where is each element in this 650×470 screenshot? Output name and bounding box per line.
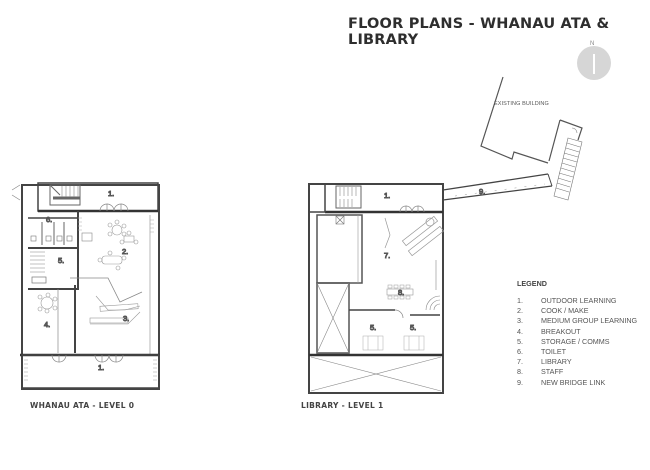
legend-label: TOILET	[541, 346, 567, 356]
plan-library: 1. 7. 8. 5. 5.	[308, 183, 445, 394]
legend-num: 4.	[517, 326, 523, 336]
legend-item: 6. TOILET	[517, 347, 637, 357]
legend-label: STAFF	[541, 367, 564, 377]
legend-num: 8.	[517, 367, 523, 377]
room-label: 1.	[98, 363, 104, 372]
room-label: 7.	[384, 251, 390, 260]
legend-label: NEW BRIDGE LINK	[541, 377, 606, 387]
room-label: 8.	[398, 288, 404, 297]
legend-label: MEDIUM GROUP LEARNING	[541, 316, 638, 326]
room-label: 4.	[44, 320, 50, 329]
legend-num: 9.	[517, 377, 523, 387]
north-needle	[593, 54, 595, 74]
bridge-and-existing-building: 9.	[442, 76, 583, 201]
legend-item: 3. MEDIUM GROUP LEARNING	[517, 316, 637, 326]
plan-label-library: LIBRARY - LEVEL 1	[301, 401, 384, 410]
legend-label: OUTDOOR LEARNING	[541, 296, 617, 305]
legend-item: 5. STORAGE / COMMS	[517, 337, 637, 347]
legend-title: LEGEND	[517, 279, 547, 288]
plan-whanau-ata: 1. 6. 2. 5. 4. 3. 1.	[11, 182, 160, 390]
legend-item: 7. LIBRARY	[517, 357, 637, 367]
legend-num: 5.	[517, 336, 523, 346]
legend-num: 2.	[517, 306, 523, 316]
legend-item: 9. NEW BRIDGE LINK	[517, 378, 637, 388]
legend-item: 2. COOK / MAKE	[517, 306, 637, 316]
legend-num: 6.	[517, 346, 523, 356]
north-arrow-icon	[577, 46, 611, 80]
room-label: 1.	[384, 191, 390, 200]
legend-item: 4. BREAKOUT	[517, 327, 637, 337]
legend-num: 7.	[517, 357, 523, 367]
north-letter: N	[590, 41, 595, 47]
legend-label: LIBRARY	[541, 357, 572, 367]
page-title: FLOOR PLANS - WHANAU ATA & LIBRARY	[348, 16, 610, 48]
legend-num: 1.	[517, 296, 523, 305]
existing-building-label: EXISTING BUILDING	[494, 101, 549, 107]
legend-label: STORAGE / COMMS	[541, 336, 610, 346]
room-label: 5.	[370, 323, 376, 332]
room-label: 5.	[410, 323, 416, 332]
legend-num: 3.	[517, 316, 523, 326]
legend-label: COOK / MAKE	[541, 306, 589, 316]
room-label: 1.	[108, 189, 114, 198]
legend-label: BREAKOUT	[541, 326, 581, 336]
legend-item: 8. STAFF	[517, 367, 637, 377]
legend-item: 1. OUTDOOR LEARNING	[517, 296, 637, 306]
room-label: 5.	[58, 256, 64, 265]
room-label: 6.	[46, 215, 52, 224]
room-label: 2.	[122, 247, 128, 256]
legend: LEGEND 1.OUTDOOR LEARNING 2.COOK / MAKE …	[517, 279, 637, 388]
room-label: 9.	[479, 187, 485, 196]
plan-label-whanau-ata: WHANAU ATA - LEVEL 0	[30, 401, 135, 410]
room-label: 3.	[123, 314, 129, 323]
